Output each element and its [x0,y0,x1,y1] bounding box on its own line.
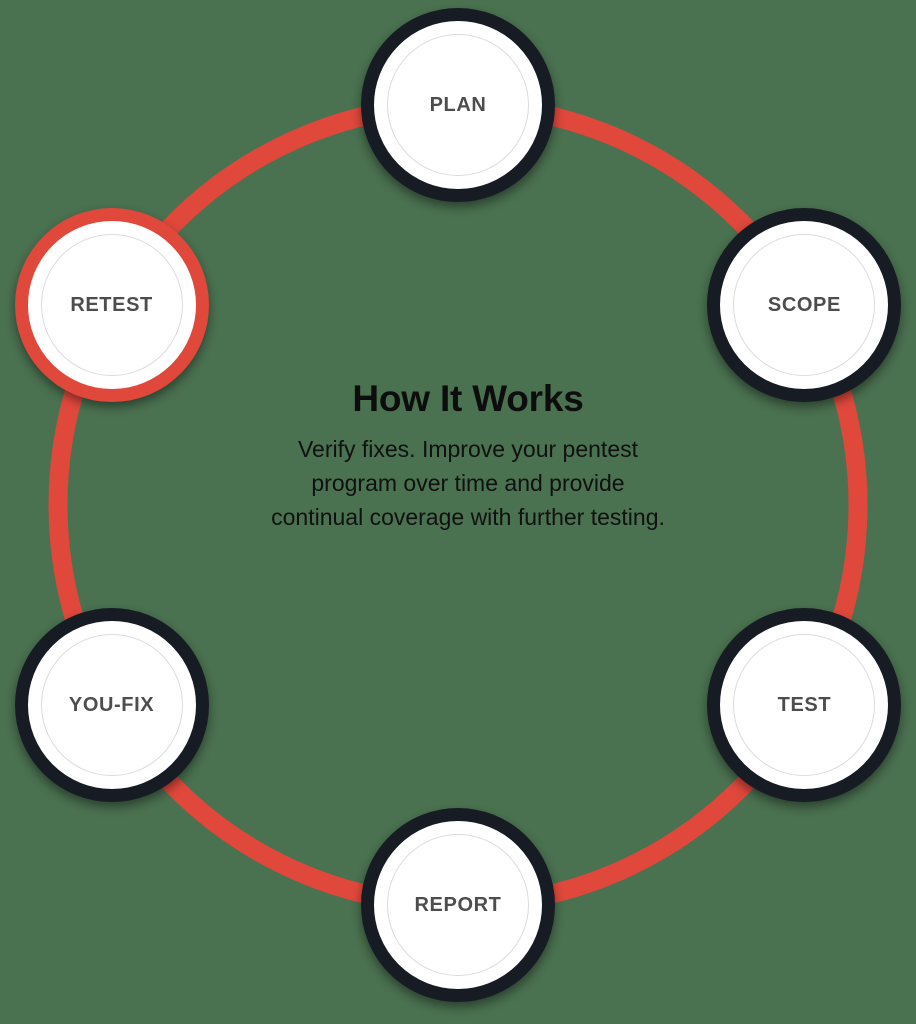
center-description-line: program over time and provide [311,470,625,497]
cycle-node-label: SCOPE [767,294,841,316]
cycle-node-report[interactable]: REPORT [361,808,555,1002]
cycle-node-plan[interactable]: PLAN [361,8,555,202]
cycle-node-test[interactable]: TEST [707,608,902,802]
cycle-node-label: TEST [777,694,832,716]
cycle-node-label: PLAN [429,94,487,116]
center-content: How It Works Verify fixes. Improve your … [178,378,758,535]
cycle-node-retest[interactable]: RETEST [14,208,209,402]
cycle-node-scope[interactable]: SCOPE [707,208,902,402]
center-description-line: Verify fixes. Improve your pentest [297,436,639,463]
cycle-node-you-fix[interactable]: YOU-FIX [14,608,209,802]
cycle-node-label: REPORT [414,894,502,916]
center-description: Verify fixes. Improve your pentest progr… [178,433,758,534]
center-title: How It Works [352,378,584,419]
center-description-line: continual coverage with further testing. [271,504,665,531]
cycle-node-label: YOU-FIX [68,694,155,716]
cycle-node-label: RETEST [70,294,153,316]
